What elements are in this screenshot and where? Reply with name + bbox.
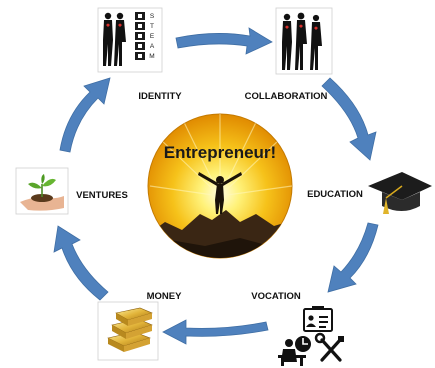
center-title: Entrepreneur!: [164, 143, 276, 162]
collaboration-image: [275, 7, 333, 75]
label-vocation: VOCATION: [251, 291, 301, 302]
label-money: MONEY: [147, 291, 183, 302]
identity-image: [97, 7, 163, 73]
arrow-identity-to-collaboration: [175, 27, 273, 55]
entrepreneur-image: [147, 113, 293, 259]
cycle-arrows: [53, 27, 379, 345]
label-identity: IDENTITY: [138, 91, 182, 102]
label-education: EDUCATION: [307, 189, 363, 200]
steam-letter-a: A: [150, 43, 155, 50]
money-image: [97, 301, 159, 361]
label-ventures: VENTURES: [76, 190, 128, 201]
arrow-collaboration-to-education: [321, 77, 377, 161]
vocation-image: [278, 306, 344, 366]
steam-letters: S T E A M: [149, 13, 155, 60]
label-collaboration: COLLABORATION: [245, 91, 328, 102]
steam-letter-s: S: [150, 13, 155, 20]
education-image: [368, 172, 432, 214]
arrow-ventures-to-identity: [59, 77, 111, 153]
person-silhouette: [198, 172, 242, 214]
steam-letter-t: T: [150, 23, 154, 30]
ventures-image: [15, 167, 69, 215]
arrow-education-to-vocation: [327, 222, 379, 293]
arrow-money-to-ventures: [53, 225, 109, 301]
steam-letter-e: E: [150, 33, 155, 40]
arrow-vocation-to-money: [162, 319, 269, 345]
steam-letter-m: M: [149, 53, 154, 60]
